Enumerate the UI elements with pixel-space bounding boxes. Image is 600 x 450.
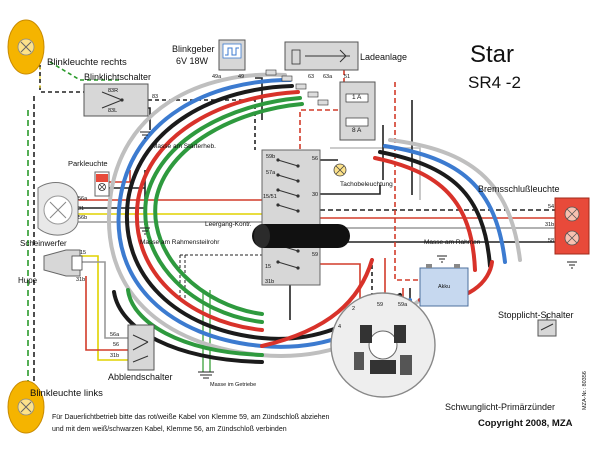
blinkgeber-unit — [218, 39, 246, 71]
blink-left-label: Blinkleuchte links — [30, 388, 103, 399]
schwunglicht-stator — [330, 292, 436, 398]
t59b-label: 59b — [266, 154, 275, 160]
tacho-lamp — [333, 163, 347, 177]
title-main: Star — [470, 41, 514, 68]
central-switch-box — [261, 149, 321, 286]
t56a-ab-label: 56a — [110, 332, 120, 338]
ladeanlage-label: Ladeanlage — [360, 52, 407, 62]
note-line-1: Für Dauerlichtbetrieb bitte das rot/weiß… — [52, 414, 330, 421]
fuse2-label: 8 A — [352, 127, 362, 134]
masse-starterhebel-label: Masse am Starterheb. — [152, 143, 216, 150]
t49a-label: 49a — [212, 74, 222, 80]
t31b-r-label: 31b — [545, 222, 554, 228]
t59-label: 59 — [312, 252, 318, 258]
t31b-c-label: 31b — [265, 279, 274, 285]
t2-label: 2 — [352, 306, 355, 312]
t15b-label: 15 — [265, 264, 271, 270]
stopplicht-label: Stopplicht-Schalter — [498, 310, 574, 320]
parkleuchte-label: Parkleuchte — [68, 159, 108, 168]
t49-label: 49 — [238, 74, 244, 80]
leergang-label: Leergang-Kontr. — [205, 221, 252, 228]
title-model: SR4 -2 — [468, 73, 521, 92]
bremsschluss-lamp — [554, 197, 590, 255]
t59-low-label: 59 — [377, 302, 383, 308]
blinkgeber-rating: 6V 18W — [176, 56, 209, 66]
blink-right-lamp — [7, 19, 45, 75]
t4-label: 4 — [338, 324, 341, 330]
mza-number: MZA-Nr.: 80356 — [582, 371, 588, 410]
akku-battery — [419, 264, 469, 307]
t58-label: 58 — [548, 238, 554, 244]
t63-label: 63 — [308, 74, 314, 80]
leergang-cylinder — [252, 224, 350, 248]
t63a-label: 63a — [323, 74, 333, 80]
t56-label: 56 — [312, 156, 318, 162]
scheinwerfer-lamp — [37, 182, 79, 236]
t56-ab-label: 56 — [113, 342, 119, 348]
t57a-label: 57a — [266, 170, 276, 176]
ladeanlage-regulator — [284, 41, 359, 71]
t31b-label: 31b — [76, 277, 85, 283]
t51-label: 51 — [344, 74, 350, 80]
t83l-label: 83L — [108, 108, 117, 114]
blinklichtschalter-label: Blinklichtschalter — [84, 72, 151, 82]
title-block: Star SR4 -2 — [468, 41, 521, 92]
t31-label: 31 — [78, 206, 84, 212]
schwunglicht-label: Schwunglicht-Primärzünder — [445, 402, 555, 412]
tachobeleuchtung-label: Tachobeleuchtung — [340, 181, 393, 188]
hupe-horn — [43, 249, 83, 277]
blink-right-label: Blinkleuchte rechts — [47, 57, 127, 68]
terminal-labels: 49a 49 63 63a 51 83R 83 83L 59b 56 57a 3… — [76, 74, 554, 359]
t54-label: 54 — [548, 204, 554, 210]
blinkgeber-label: Blinkgeber — [172, 44, 215, 54]
t30-label: 30 — [312, 192, 318, 198]
abblendschalter-box — [127, 324, 155, 371]
blink-left-lamp — [7, 380, 45, 434]
t31b-ab-label: 31b — [110, 353, 119, 359]
masse-rahmen-label: Masse am Rahmen — [424, 239, 481, 246]
ground-symbols — [140, 131, 577, 379]
abblendschalter-label: Abblendschalter — [108, 372, 173, 382]
t15-label: 15 — [80, 250, 86, 256]
notes: Für Dauerlichtbetrieb bitte das rot/weiß… — [52, 371, 588, 433]
t83r-label: 83R — [108, 88, 118, 94]
stopplicht-switch — [537, 314, 557, 337]
parkleuchte-lamp — [94, 171, 110, 197]
note-line-2: und mit dem weiß/schwarzen Kabel, Klemme… — [52, 426, 287, 433]
hupe-label: Hupe — [18, 276, 38, 285]
component-labels: Blinkleuchte rechts Blinkgeber 6V 18W La… — [18, 44, 574, 412]
masse-rahmensteilrohr-label: Masse am Rahmensteilrohr — [140, 239, 220, 246]
akku-label: Akku — [438, 284, 450, 290]
t59a-label: 59a — [398, 302, 408, 308]
fuse-box — [339, 81, 376, 141]
bremsschluss-label: Bremsschlußleuchte — [478, 184, 560, 194]
scheinwerfer-label: Scheinwerfer — [20, 239, 67, 248]
blinklichtschalter-box — [83, 83, 149, 117]
fuse1-label: 1 A — [352, 94, 362, 101]
t56b-label: 56b — [78, 215, 87, 221]
t15-51-label: 15/51 — [263, 194, 277, 200]
copyright: Copyright 2008, MZA — [478, 418, 573, 429]
connector-pins — [265, 69, 329, 106]
t83-label: 83 — [152, 94, 158, 100]
masse-getriebe-label: Masse im Getriebe — [210, 382, 256, 388]
t56a-label: 56a — [78, 196, 88, 202]
